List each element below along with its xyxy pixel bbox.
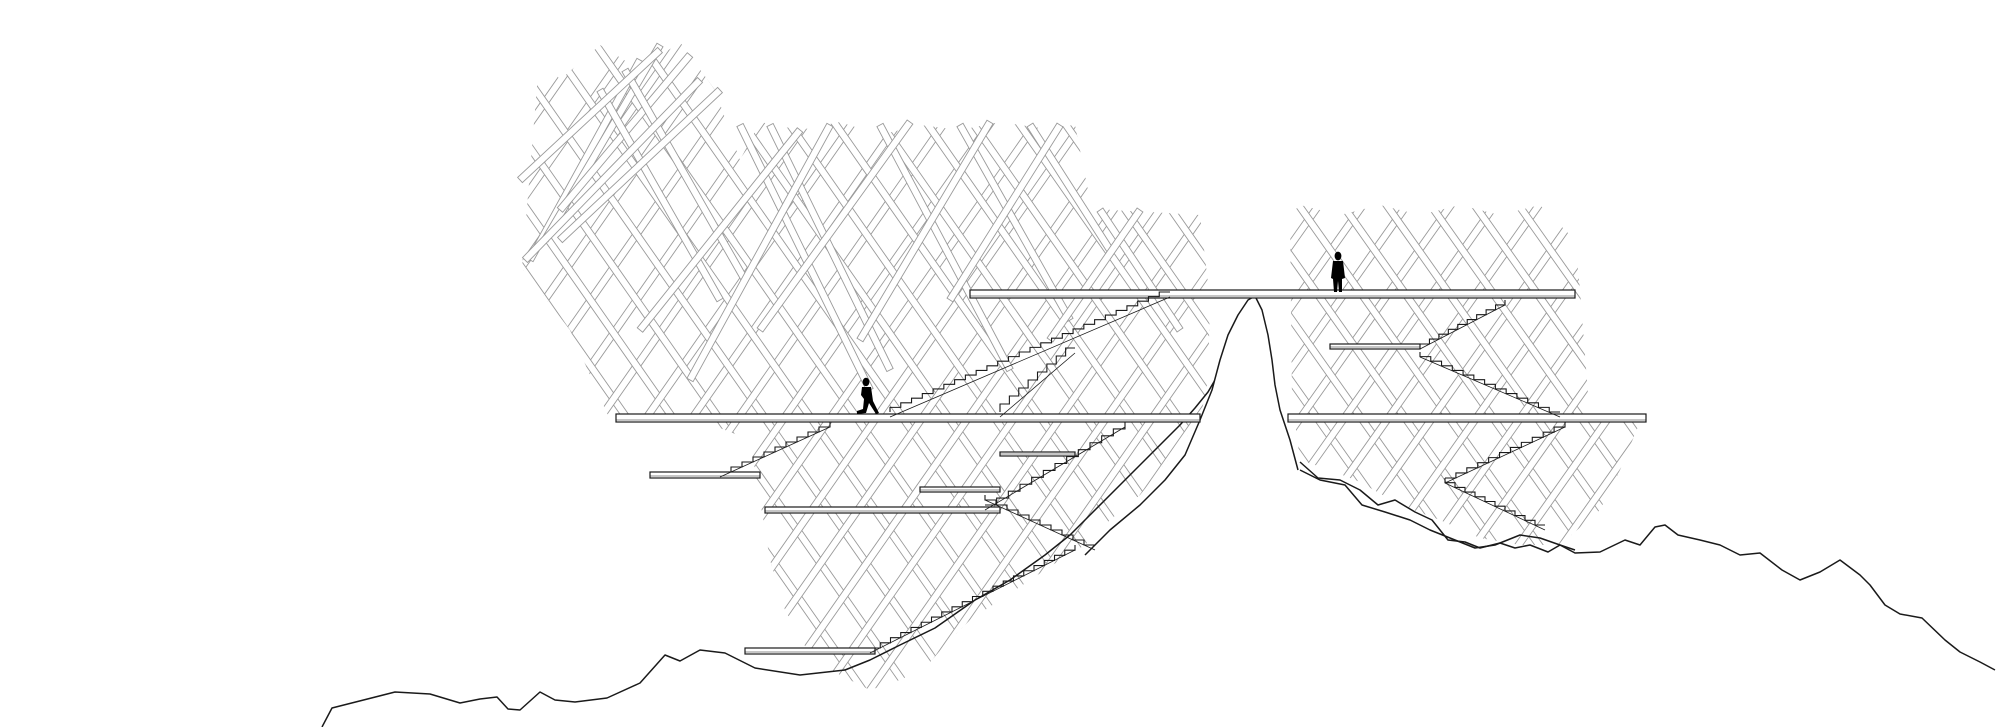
lattice-bar [522, 42, 736, 690]
lattice-bar [636, 127, 804, 333]
platform-deck [744, 647, 876, 655]
staircase-steps [999, 347, 1075, 412]
staircase-stringer [1419, 304, 1506, 350]
lattice-bar [556, 86, 724, 244]
standing-person-icon [1331, 251, 1345, 292]
lattice-bar [516, 46, 664, 184]
cliff-right [1299, 461, 1576, 553]
terrain-ground-right [1299, 469, 1996, 671]
staircase-stringer [1444, 482, 1546, 531]
staircase-stringer [889, 296, 1171, 418]
lattice-bar [1552, 205, 1640, 545]
walking-person-icon [857, 377, 879, 414]
staircase-stringer [999, 352, 1076, 418]
staircases [719, 291, 1566, 654]
platform-deck [764, 506, 1001, 514]
lattice-bar [956, 122, 1074, 323]
lattice-bar [946, 122, 1064, 303]
lattice-bar [859, 42, 1210, 690]
lattice-bar [721, 42, 1196, 690]
staircase-stringer [984, 426, 1126, 511]
lattice-bar [521, 76, 704, 264]
staircase-steps [720, 422, 831, 473]
lattice-bar [736, 122, 874, 393]
platform-decks [615, 289, 1647, 655]
staircase-stringer [1444, 426, 1566, 484]
platform-deck [615, 413, 1201, 423]
lattice-bar [876, 122, 1014, 373]
platform-deck [1329, 343, 1421, 350]
staircase-stringer [869, 549, 1076, 654]
platform-deck [919, 486, 1001, 493]
staircase-steps [889, 291, 1170, 412]
rock-spire [1084, 295, 1299, 556]
staircase-steps [1444, 478, 1545, 526]
platform-deck [649, 471, 761, 479]
staircase-stringer [984, 499, 1096, 551]
lattice-bar [756, 119, 914, 333]
staircase-steps [985, 422, 1126, 506]
staircase-stringer [1419, 356, 1561, 418]
staircase-steps [984, 495, 1095, 546]
lattice-bar [905, 42, 1210, 690]
staircase-stringer [719, 426, 831, 478]
lattice-bar [596, 87, 724, 303]
staircase-steps [870, 545, 1076, 649]
lattice-bar [686, 122, 834, 383]
platform-deck [969, 289, 1576, 299]
platform-deck [1287, 413, 1647, 423]
lattice-bar [856, 119, 994, 343]
